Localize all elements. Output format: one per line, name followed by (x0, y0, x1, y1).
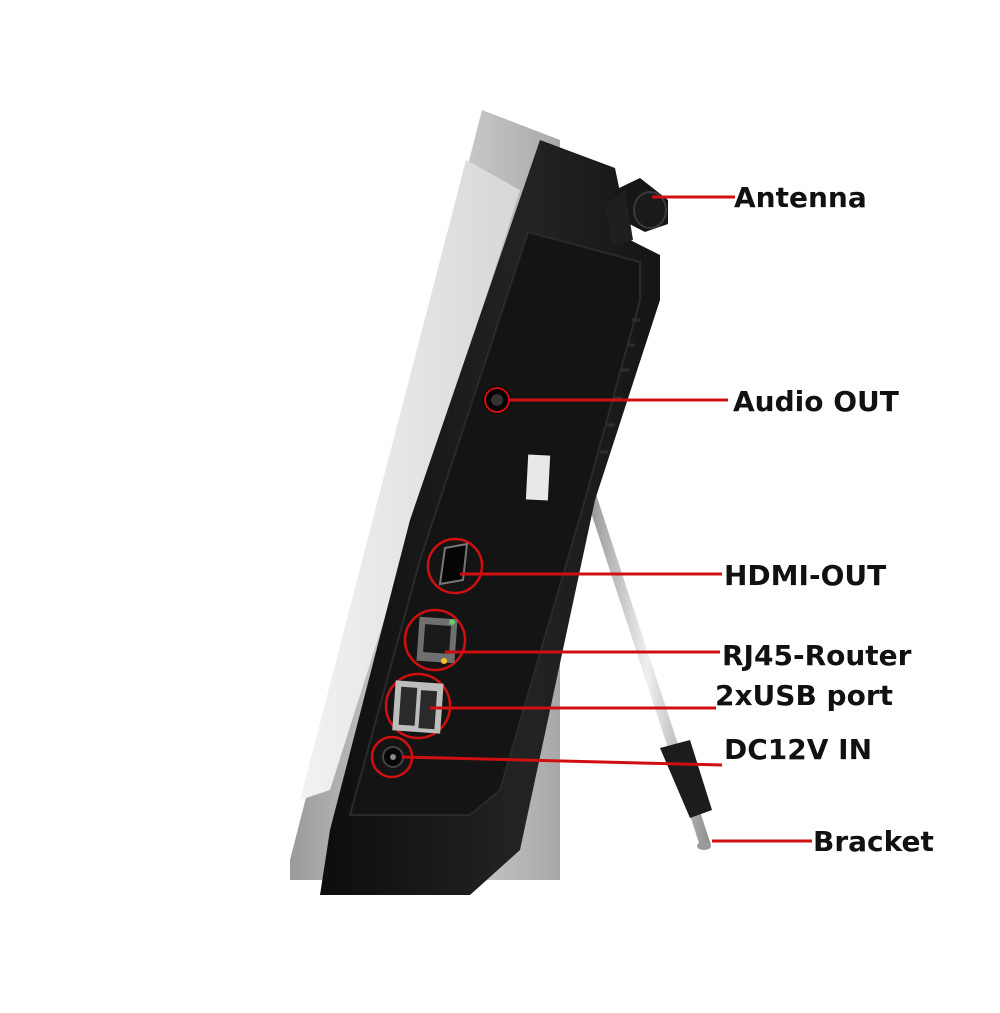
label-hdmi-out: HDMI-OUT (724, 559, 887, 592)
label-bracket: Bracket (813, 825, 934, 858)
audio-out-port (483, 386, 511, 414)
usb-ports (384, 672, 452, 740)
label-usb-port: 2xUSB port (715, 679, 894, 712)
leader-line-dc (401, 755, 723, 767)
label-dc-in: DC12V IN (724, 733, 873, 766)
leader-lines (401, 195, 812, 843)
label-antenna: Antenna (734, 181, 867, 214)
label-rj45-router: RJ45-Router (722, 639, 912, 672)
antenna (605, 178, 668, 245)
bracket (583, 488, 712, 850)
label-audio-out: Audio OUT (733, 385, 899, 418)
